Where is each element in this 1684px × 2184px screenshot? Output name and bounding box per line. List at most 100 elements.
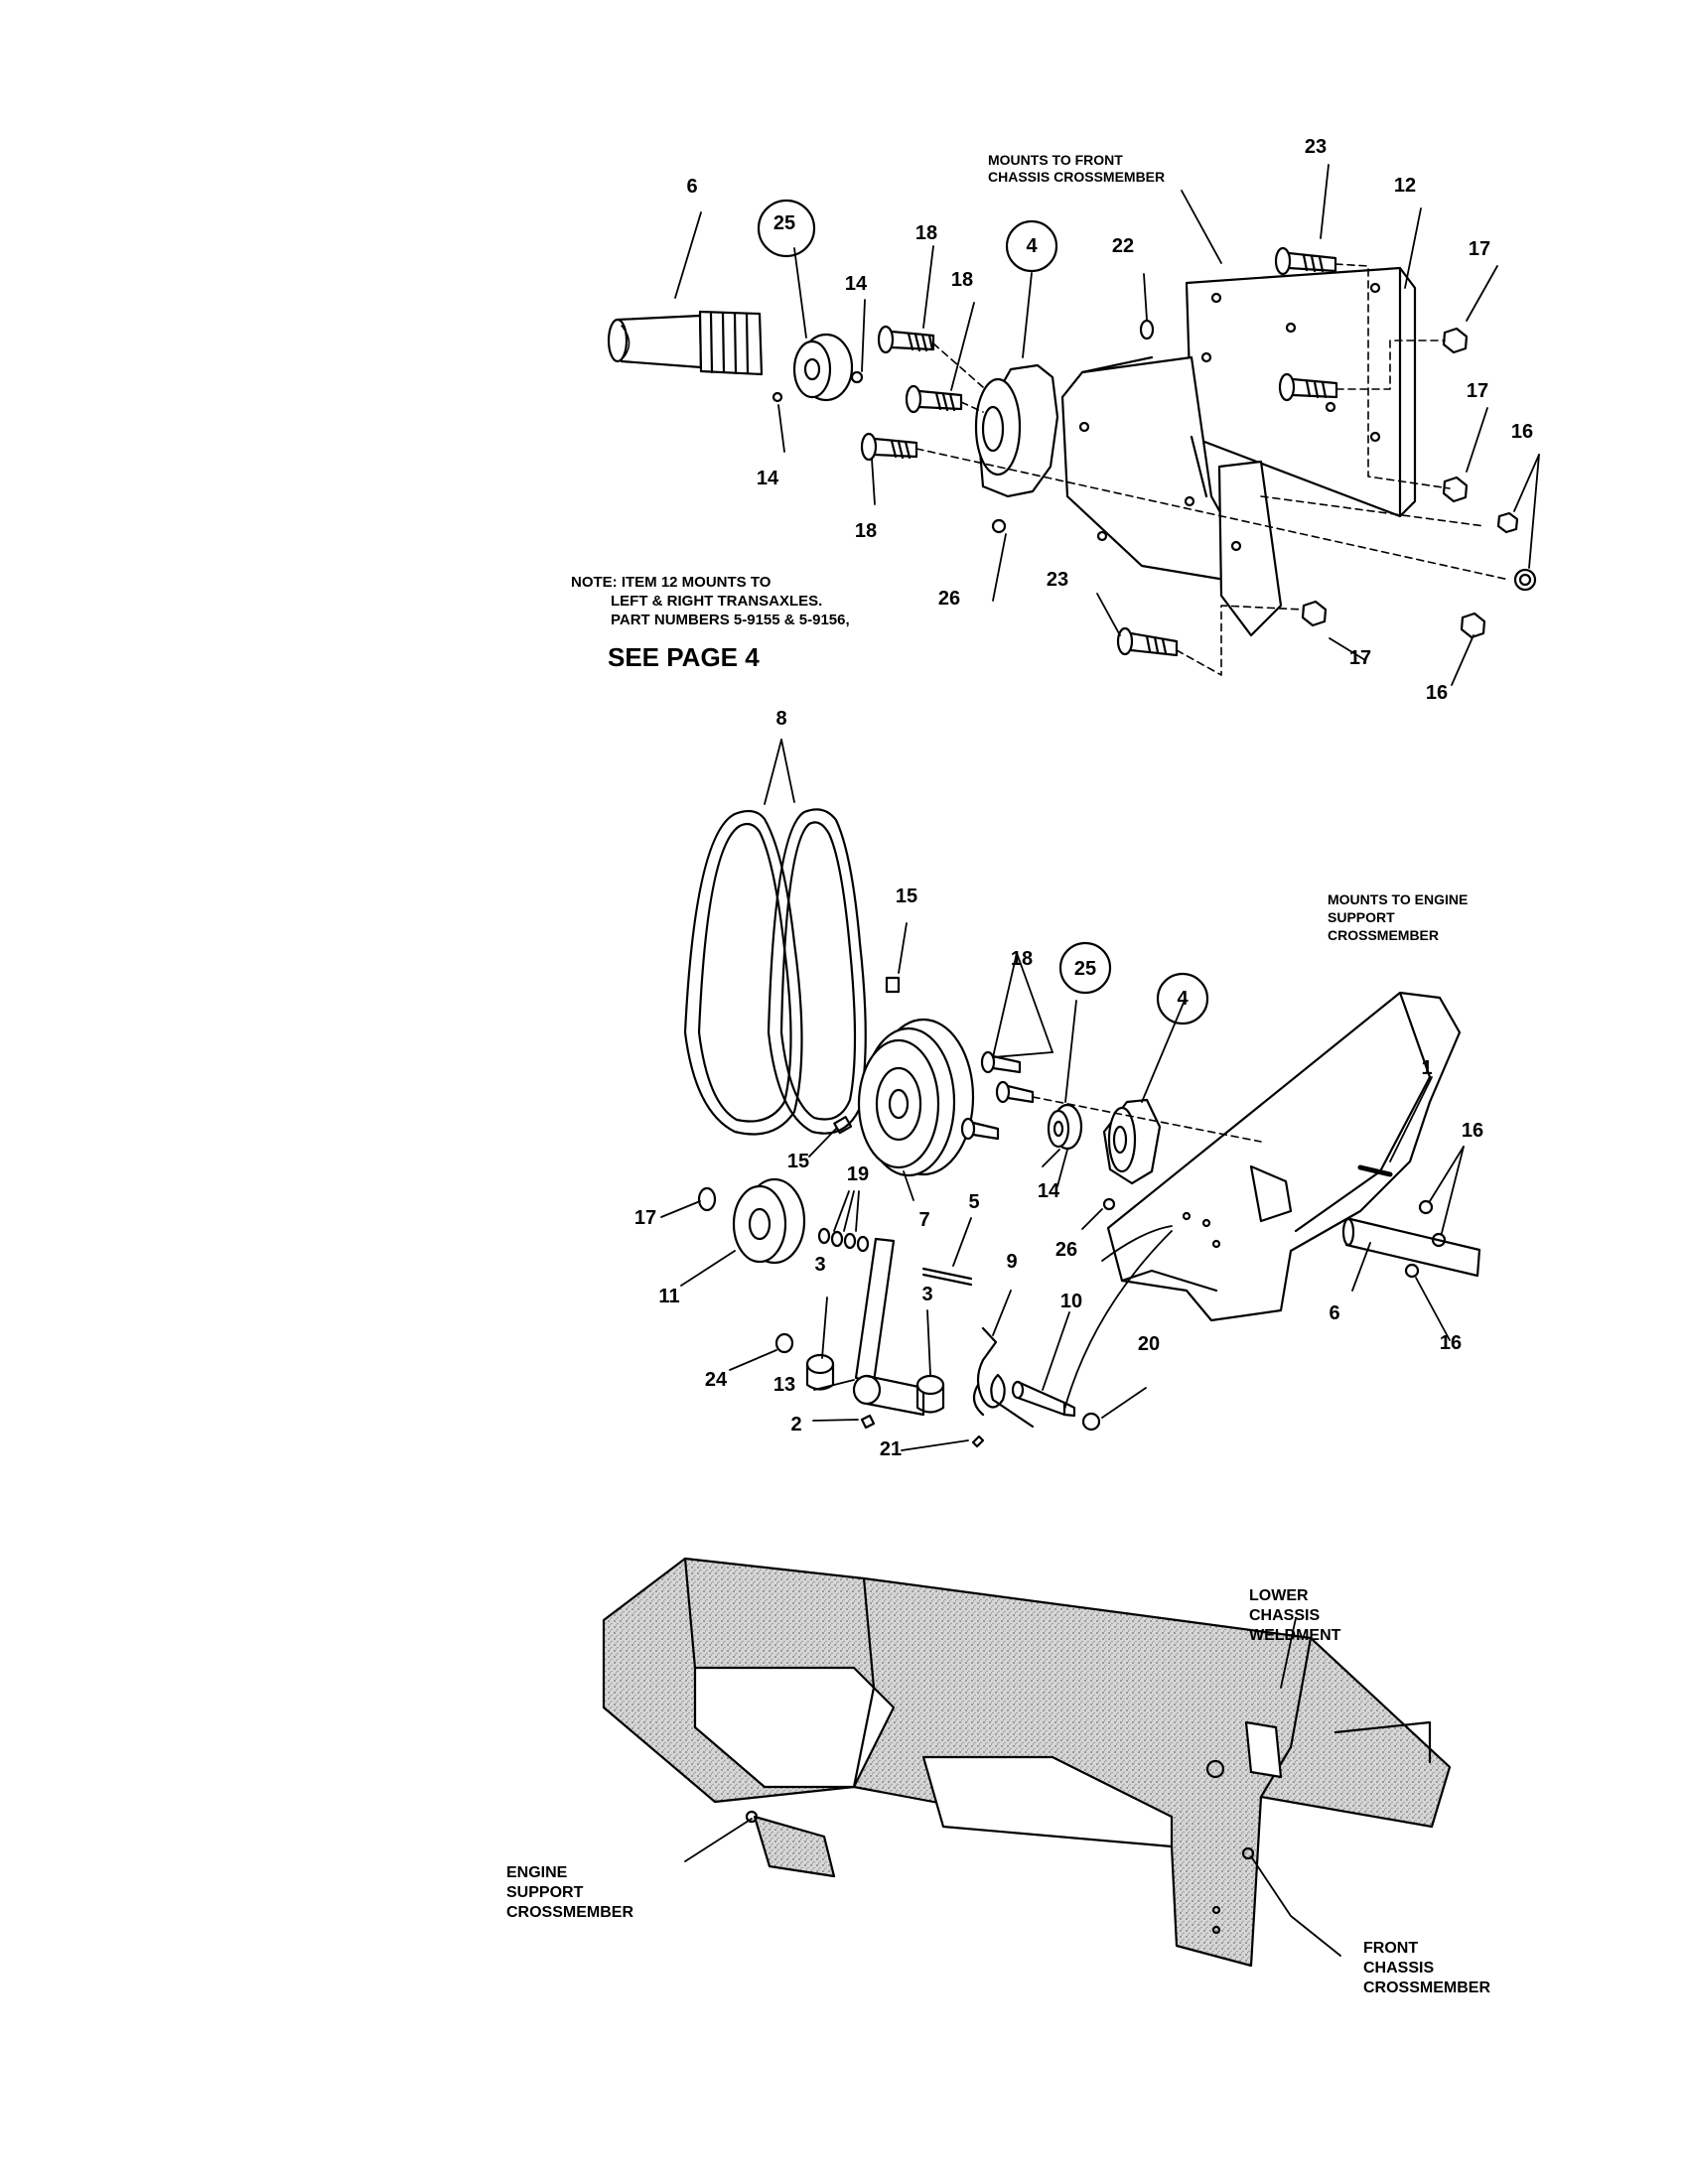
part-number-23: 23 bbox=[1046, 569, 1069, 591]
label-line: CHASSIS bbox=[1249, 1607, 1321, 1624]
pin-1 bbox=[1357, 1164, 1393, 1177]
part-number-16: 16 bbox=[1461, 1120, 1484, 1142]
label-line: CROSSMEMBER bbox=[1363, 1979, 1491, 1996]
label-line: CROSSMEMBER bbox=[506, 1904, 634, 1921]
setscrew-14 bbox=[772, 391, 783, 403]
flange-4 bbox=[1102, 1098, 1162, 1185]
part-number-22: 22 bbox=[1111, 235, 1135, 257]
callout-line: CROSSMEMBER bbox=[1328, 927, 1440, 943]
assembly-lines bbox=[915, 263, 1510, 676]
callout-circle-25 bbox=[757, 199, 816, 258]
callout-mounts-front-chassis: MOUNTS TO FRONT CHASSIS CROSSMEMBER bbox=[988, 152, 1165, 186]
bushing-3 bbox=[915, 1374, 945, 1414]
belts-8 bbox=[683, 808, 867, 1136]
spring-9 bbox=[972, 1326, 1035, 1429]
washer-24 bbox=[774, 1332, 794, 1354]
part-number-7: 7 bbox=[918, 1209, 930, 1231]
note-line: LEFT & RIGHT TRANSAXLES. bbox=[611, 593, 823, 610]
clip-21 bbox=[971, 1434, 985, 1448]
washers-19 bbox=[817, 1227, 870, 1253]
part-number-24: 24 bbox=[704, 1369, 728, 1391]
top-assembly bbox=[607, 164, 1540, 686]
part-number-16: 16 bbox=[1439, 1332, 1463, 1354]
fitting-22 bbox=[1139, 319, 1155, 341]
part-number-11: 11 bbox=[658, 1286, 680, 1307]
bolt-5 bbox=[921, 1267, 973, 1287]
part-number-17: 17 bbox=[633, 1207, 657, 1229]
callout-line: CHASSIS CROSSMEMBER bbox=[988, 169, 1166, 185]
part-number-15: 15 bbox=[895, 886, 918, 907]
bolts-18 bbox=[960, 1050, 1035, 1141]
part-number-8: 8 bbox=[775, 708, 787, 730]
part-number-4: 4 bbox=[1177, 988, 1189, 1010]
callout-line: SUPPORT bbox=[1328, 909, 1395, 925]
callout-circle-25 bbox=[1058, 941, 1112, 995]
flange-4 bbox=[974, 363, 1059, 498]
nut-16 bbox=[1431, 1232, 1447, 1248]
part-number-18: 18 bbox=[1010, 948, 1034, 970]
part-number-25: 25 bbox=[1073, 958, 1097, 980]
see-page-reference: SEE PAGE 4 bbox=[608, 642, 760, 672]
bearing-25 bbox=[792, 333, 854, 402]
part-number-13: 13 bbox=[772, 1374, 796, 1396]
lower-chassis-weldment bbox=[602, 1557, 1452, 1968]
part-number-4: 4 bbox=[1026, 235, 1038, 257]
setscrew-14 bbox=[850, 370, 864, 384]
pulley-7 bbox=[857, 1018, 975, 1177]
bushing-3 bbox=[805, 1353, 835, 1391]
part-number-14: 14 bbox=[844, 273, 868, 295]
part-number-6: 6 bbox=[686, 176, 698, 198]
carriage-bolts-18 bbox=[860, 325, 963, 462]
callout-circle-4 bbox=[1156, 972, 1209, 1025]
nut-20 bbox=[1081, 1412, 1101, 1432]
label-front-chassis-crossmember: FRONT CHASSIS CROSSMEMBER bbox=[1363, 1939, 1490, 1998]
idler-arm-13 bbox=[852, 1237, 925, 1417]
nut-16 bbox=[1418, 1199, 1434, 1215]
part-number-23: 23 bbox=[1304, 136, 1328, 158]
idler-11 bbox=[732, 1177, 806, 1265]
part-number-15: 15 bbox=[786, 1151, 810, 1172]
label-line: ENGINE bbox=[506, 1864, 568, 1881]
part-number-18: 18 bbox=[950, 269, 974, 291]
nut-16 bbox=[1404, 1263, 1420, 1279]
label-line: LOWER bbox=[1249, 1587, 1309, 1604]
label-lower-chassis-weldment: LOWER CHASSIS WELDMENT bbox=[1249, 1586, 1340, 1646]
bracket-12 bbox=[1060, 266, 1417, 637]
setscrew-15 bbox=[885, 976, 901, 994]
part-number-26: 26 bbox=[937, 588, 961, 610]
part-number-18: 18 bbox=[854, 520, 878, 542]
bolts-23 bbox=[1116, 246, 1338, 657]
part-number-17: 17 bbox=[1348, 647, 1372, 669]
nut-17 bbox=[697, 1186, 717, 1212]
bearing-25 bbox=[1047, 1103, 1083, 1151]
part-number-14: 14 bbox=[756, 468, 779, 489]
label-line: FRONT bbox=[1363, 1940, 1419, 1957]
note-line: PART NUMBERS 5-9155 & 5-9156, bbox=[611, 612, 850, 628]
callout-mounts-engine-support: MOUNTS TO ENGINE SUPPORT CROSSMEMBER bbox=[1328, 890, 1468, 944]
setscrew-26 bbox=[991, 518, 1007, 534]
part-number-5: 5 bbox=[968, 1191, 980, 1213]
label-line: SUPPORT bbox=[506, 1884, 584, 1901]
part-number-6: 6 bbox=[1329, 1302, 1340, 1324]
transaxle-note: NOTE: ITEM 12 MOUNTS TO LEFT & RIGHT TRA… bbox=[571, 573, 850, 629]
shaft-6 bbox=[1341, 1217, 1481, 1278]
part-number-20: 20 bbox=[1137, 1333, 1161, 1355]
part-number-3: 3 bbox=[814, 1254, 826, 1276]
part-number-18: 18 bbox=[914, 222, 938, 244]
part-number-26: 26 bbox=[1054, 1239, 1078, 1261]
part-number-12: 12 bbox=[1393, 175, 1417, 197]
part-number-9: 9 bbox=[1006, 1251, 1018, 1273]
part-number-16: 16 bbox=[1425, 682, 1449, 704]
part-number-1: 1 bbox=[1421, 1057, 1433, 1079]
label-line: WELDMENT bbox=[1249, 1627, 1341, 1644]
leader-arrow bbox=[1063, 1230, 1173, 1411]
callout-line: MOUNTS TO FRONT bbox=[988, 152, 1123, 168]
part-number-16: 16 bbox=[1510, 421, 1534, 443]
nuts-17-16 bbox=[1301, 327, 1537, 639]
part-number-17: 17 bbox=[1468, 238, 1491, 260]
middle-leaders bbox=[660, 739, 1465, 1451]
middle-assembly-lines bbox=[1032, 1096, 1262, 1143]
callout-line: MOUNTS TO ENGINE bbox=[1328, 891, 1469, 907]
part-number-10: 10 bbox=[1059, 1291, 1083, 1312]
part-number-3: 3 bbox=[921, 1284, 933, 1305]
